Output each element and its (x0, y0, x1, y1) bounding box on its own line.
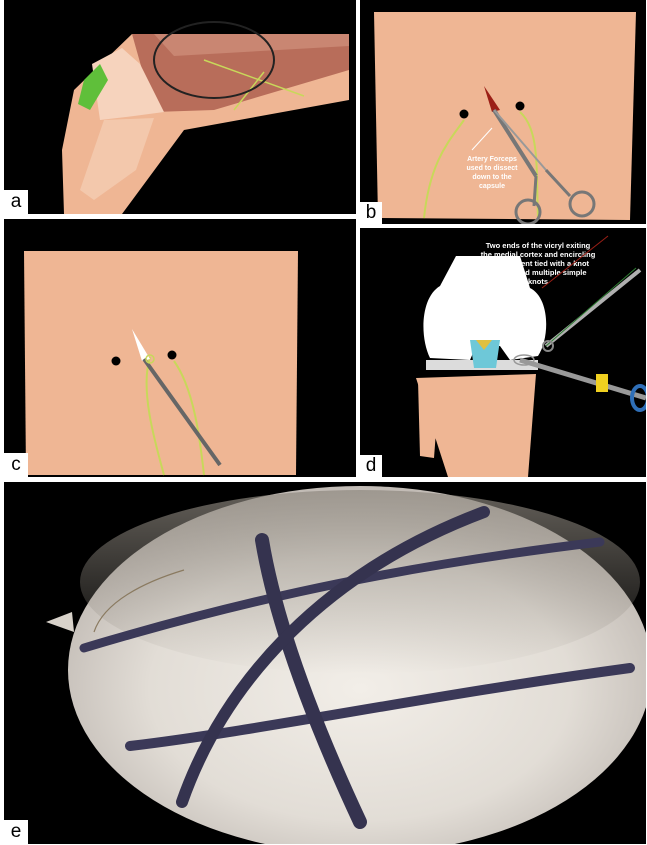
panel-label-e: e (4, 820, 28, 844)
annotation-b-line-2: used to dissect (467, 165, 519, 172)
annotation-b-line-3: down to the (472, 174, 511, 181)
panel-a: a (4, 0, 356, 214)
panel-label-d: d (360, 455, 382, 477)
panel-label-b: b (360, 202, 382, 224)
panel-label-c: c (4, 453, 28, 477)
panel-e: e (4, 482, 646, 844)
panel-d: Two ends of the vicryl exiting the media… (360, 228, 646, 477)
panel-c: c (4, 219, 356, 477)
annotation-b-line-1: Artery Forceps (467, 156, 517, 163)
annotation-d-line-1: Two ends of the vicryl exiting (486, 241, 591, 250)
annotation-b-line-4: capsule (479, 183, 505, 190)
needle-insertion-illustration (4, 219, 356, 477)
panel-b: Artery Forceps used to dissect down to t… (360, 0, 646, 224)
panel-label-a: a (4, 190, 28, 214)
arthroscopic-view-image (4, 482, 646, 844)
knot-pusher-illustration: Two ends of the vicryl exiting the media… (360, 228, 646, 477)
forceps-dissection-illustration: Artery Forceps used to dissect down to t… (360, 0, 646, 224)
annotation-d-line-5: knots (528, 277, 548, 286)
knee-lateral-illustration (4, 0, 356, 214)
